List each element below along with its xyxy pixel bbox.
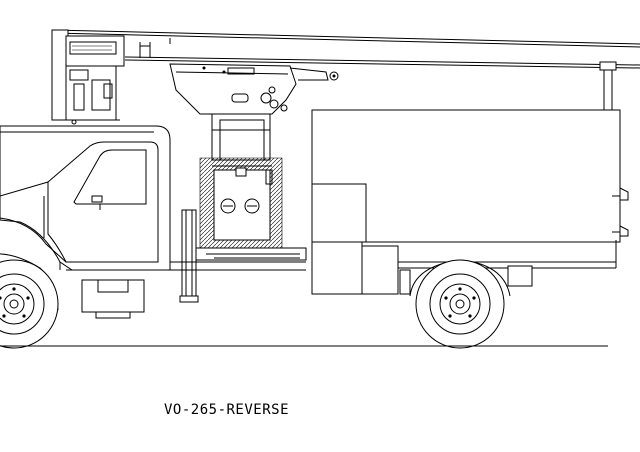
rear-wheel <box>410 260 510 348</box>
tool-cabinet <box>200 158 282 248</box>
dump-body <box>312 110 628 294</box>
pedestal <box>212 114 270 160</box>
outrigger <box>180 210 210 302</box>
drawing-caption: VO-265-REVERSE <box>164 402 290 418</box>
front-wheel <box>0 254 58 348</box>
boom-rest-pillar <box>600 62 616 110</box>
battery-box <box>82 280 144 318</box>
turret-pivot <box>170 64 338 114</box>
boom <box>52 30 640 68</box>
cab <box>0 126 170 270</box>
bucket-platform <box>52 30 124 124</box>
